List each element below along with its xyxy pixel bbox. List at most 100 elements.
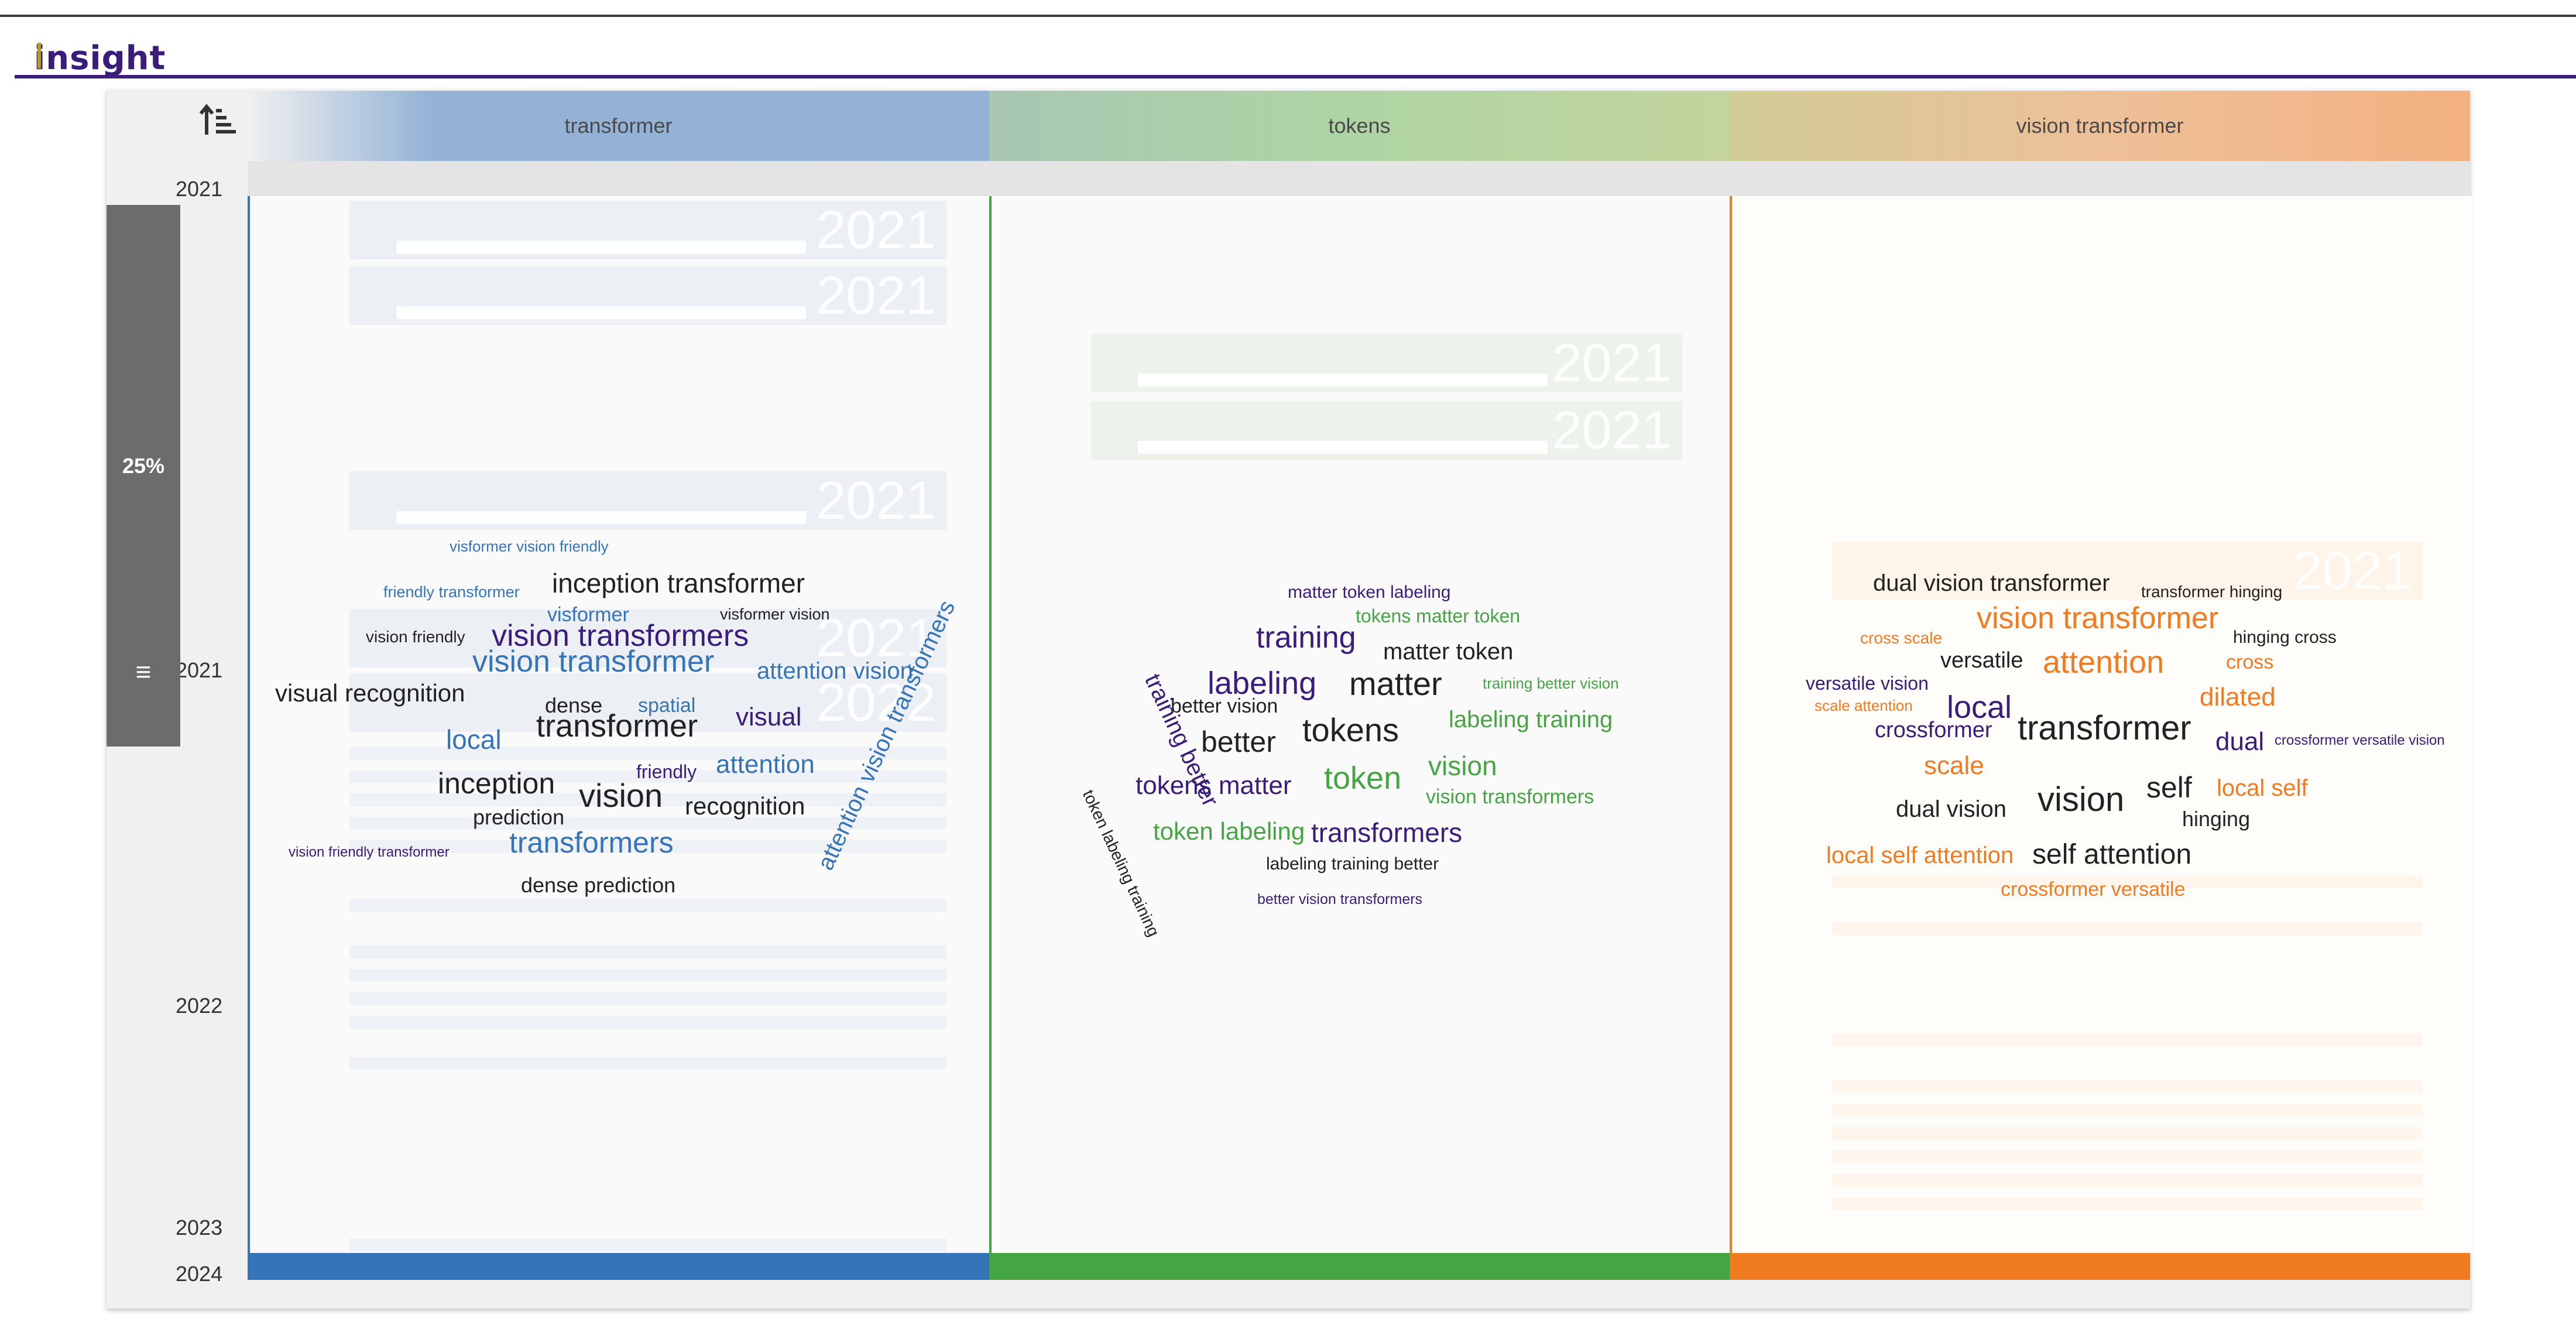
cloud-word[interactable]: vision friendly transformer <box>289 844 450 860</box>
cloud-word[interactable]: transformers <box>509 826 674 859</box>
sort-button[interactable] <box>198 103 239 142</box>
cloud-word[interactable]: visformer vision friendly <box>450 537 609 555</box>
cloud-word[interactable]: tokens matter token <box>1356 605 1521 626</box>
cloud-word[interactable]: dual vision <box>1896 796 2007 822</box>
cloud-word[interactable]: token <box>1324 761 1402 796</box>
paper-card[interactable]: 2021 <box>349 471 946 530</box>
cloud-word[interactable]: local <box>1947 690 2012 725</box>
cloud-word[interactable]: crossformer <box>1875 718 1992 742</box>
cloud-word[interactable]: tokens matter <box>1136 771 1292 800</box>
cloud-word[interactable]: transformer hinging <box>2141 583 2283 601</box>
cloud-word[interactable]: vision transformers <box>1426 786 1594 808</box>
cloud-word[interactable]: better vision <box>1171 695 1278 717</box>
cloud-word[interactable]: dual <box>2215 727 2265 756</box>
cloud-word[interactable]: attention <box>2043 645 2165 680</box>
cloud-word[interactable]: token labeling <box>1153 817 1305 845</box>
cloud-word[interactable]: training better vision <box>1483 675 1619 692</box>
cloud-word[interactable]: crossformer versatile <box>2001 878 2186 901</box>
cloud-word[interactable]: vision friendly <box>366 628 465 646</box>
cloud-word[interactable]: dense <box>545 693 603 717</box>
paper-card[interactable]: 2021 <box>349 266 946 325</box>
cloud-word[interactable]: visual recognition <box>275 679 465 707</box>
paper-row[interactable] <box>349 1238 946 1251</box>
paper-row[interactable] <box>1831 922 2423 935</box>
cloud-word[interactable]: labeling training better <box>1266 854 1439 874</box>
cloud-word[interactable]: self attention <box>2032 839 2192 870</box>
cloud-word[interactable]: local self attention <box>1826 843 2014 868</box>
paper-row[interactable] <box>1831 1151 2423 1163</box>
cloud-word[interactable]: prediction <box>473 805 565 829</box>
paper-card[interactable]: 2021 <box>1091 401 1682 460</box>
cloud-word[interactable]: dilated <box>2200 683 2276 711</box>
cloud-word[interactable]: scale <box>1924 751 1984 780</box>
cloud-word[interactable]: self <box>2146 771 2192 804</box>
cloud-word[interactable]: attention vision <box>757 658 913 684</box>
cloud-word[interactable]: dense prediction <box>521 873 676 897</box>
paper-row[interactable] <box>349 840 946 853</box>
cloud-word[interactable]: friendly <box>636 761 697 782</box>
cloud-word[interactable]: transformer <box>536 708 698 744</box>
time-range-slider[interactable]: 25% ≡ <box>107 205 180 747</box>
paper-row[interactable] <box>349 817 946 830</box>
cloud-word[interactable]: transformers <box>1311 817 1463 848</box>
paper-row[interactable] <box>349 793 946 806</box>
cloud-word[interactable]: matter token labeling <box>1288 583 1451 602</box>
paper-card[interactable]: 2021 <box>349 609 946 667</box>
paper-row[interactable] <box>349 747 946 759</box>
paper-row[interactable] <box>349 899 946 912</box>
cloud-word[interactable]: vision <box>579 777 663 814</box>
cloud-word[interactable]: training <box>1256 621 1356 655</box>
paper-row[interactable] <box>349 969 946 982</box>
paper-row[interactable] <box>349 946 946 958</box>
cloud-word[interactable]: inception <box>438 767 555 800</box>
cloud-word[interactable]: vision transformers <box>492 619 749 653</box>
cloud-word[interactable]: better vision transformers <box>1257 891 1423 908</box>
cloud-word[interactable]: vision transformer <box>1977 601 2219 635</box>
cloud-word[interactable]: attention <box>716 750 815 779</box>
paper-row[interactable] <box>1831 1197 2423 1210</box>
cloud-word[interactable]: inception transformer <box>552 568 805 598</box>
topic-header-transformer[interactable]: transformer <box>248 91 989 161</box>
cloud-word[interactable]: vision <box>2038 780 2125 819</box>
cloud-word[interactable]: dual vision transformer <box>1873 570 2110 596</box>
cloud-word[interactable]: visformer <box>547 604 629 626</box>
paper-row[interactable] <box>1831 1033 2423 1046</box>
paper-row[interactable] <box>1831 1104 2423 1117</box>
paper-row[interactable] <box>1831 1174 2423 1187</box>
hamburger-icon[interactable]: ≡ <box>135 656 152 687</box>
cloud-word[interactable]: scale attention <box>1814 697 1913 714</box>
cloud-word[interactable]: versatile <box>1940 648 2023 673</box>
cloud-word[interactable]: transformer <box>2018 709 2191 747</box>
cloud-word[interactable]: vision transformer <box>472 645 715 679</box>
cloud-word[interactable]: local <box>446 724 502 755</box>
paper-card[interactable]: 2022 <box>349 673 946 732</box>
paper-row[interactable] <box>349 1057 946 1070</box>
paper-card[interactable]: 2021 <box>1831 542 2423 600</box>
paper-card[interactable]: 2021 <box>349 201 946 259</box>
paper-row[interactable] <box>1831 1080 2423 1093</box>
cloud-word[interactable]: recognition <box>685 792 805 820</box>
paper-card[interactable]: 2021 <box>1091 334 1682 392</box>
cloud-word[interactable]: hinging cross <box>2233 628 2337 647</box>
cloud-word[interactable]: labeling training <box>1449 707 1613 732</box>
cloud-word[interactable]: tokens <box>1302 711 1399 748</box>
cloud-word[interactable]: local self <box>2217 775 2308 801</box>
cloud-word[interactable]: vision <box>1428 751 1497 781</box>
cloud-word[interactable]: cross <box>2226 651 2274 673</box>
paper-row[interactable] <box>349 1016 946 1029</box>
cloud-word[interactable]: versatile vision <box>1806 673 1929 694</box>
cloud-word[interactable]: crossformer versatile vision <box>2275 732 2445 748</box>
cloud-word[interactable]: spatial <box>638 694 696 717</box>
cloud-word[interactable]: cross scale <box>1860 629 1943 647</box>
paper-row[interactable] <box>349 770 946 783</box>
cloud-word[interactable]: visformer vision <box>720 605 830 623</box>
paper-row[interactable] <box>1831 1127 2423 1140</box>
cloud-word[interactable]: visual <box>736 703 802 731</box>
paper-row[interactable] <box>1831 875 2423 888</box>
cloud-word[interactable]: labeling <box>1208 666 1317 701</box>
cloud-word[interactable]: friendly transformer <box>383 583 520 601</box>
topic-header-tokens[interactable]: tokens <box>989 91 1730 161</box>
topic-header-vision-transformer[interactable]: vision transformer <box>1730 91 2470 161</box>
cloud-word[interactable]: matter token <box>1383 639 1514 665</box>
insight-logo[interactable]: insight <box>34 39 166 77</box>
